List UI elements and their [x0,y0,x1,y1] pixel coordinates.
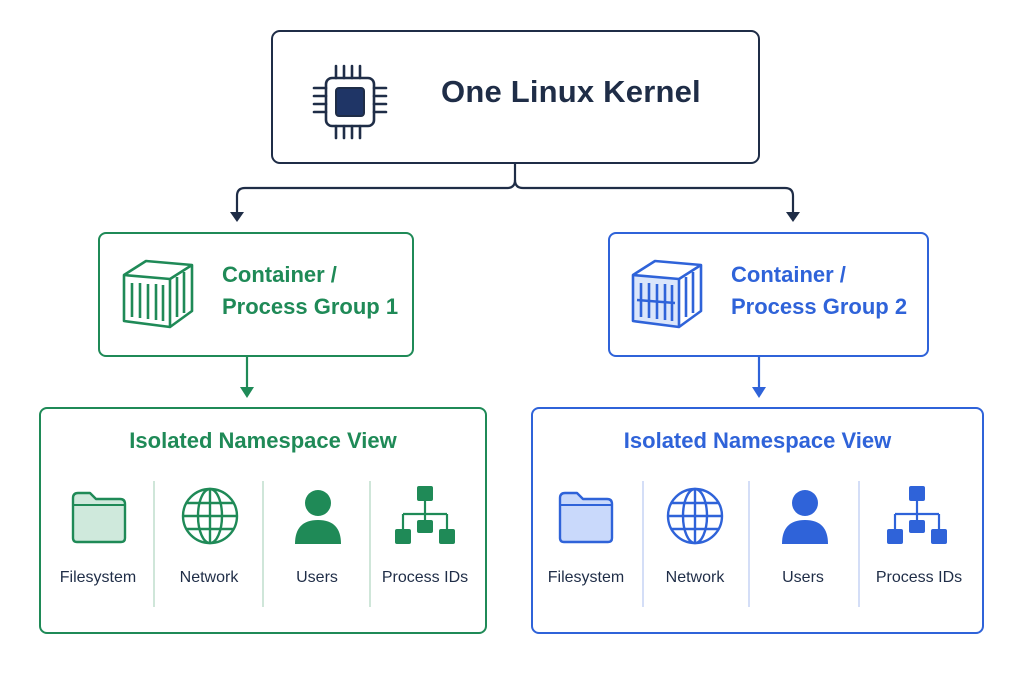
namespace-2-title: Isolated Namespace View [623,428,892,453]
user-icon [295,490,341,544]
container2-to-namespace-arrow [752,357,766,398]
namespace-2-divider [858,481,860,607]
shipping-container-icon [631,259,703,329]
container-2-box [608,232,929,357]
container-2-title-line1: Container / [731,262,846,287]
namespace-1-divider [262,481,264,607]
globe-icon [666,487,724,545]
namespace-1-filesystem-label: Filesystem [59,569,137,586]
process-tree-icon [395,486,455,544]
container-2-title: Container / Process Group 2 [731,259,907,323]
namespace-2-network-label: Network [665,569,725,586]
arrowhead-left [230,212,244,222]
container-1-title-line1: Container / [222,262,337,287]
namespace-2-process-ids-label: Process IDs [875,569,963,586]
namespace-2-filesystem-label: Filesystem [547,569,625,586]
namespace-1-users-label: Users [296,569,338,586]
namespace-2-divider [642,481,644,607]
namespace-1-title: Isolated Namespace View [129,428,397,453]
kernel-title: One Linux Kernel [441,74,701,109]
namespace-1-network-label: Network [179,569,239,586]
namespace-1-process-ids-label: Process IDs [381,569,469,586]
namespace-2-users-label: Users [782,569,824,586]
namespace-1-divider [369,481,371,607]
container-1-title-line2: Process Group 1 [222,294,399,319]
container-2-title-line2: Process Group 2 [731,294,908,319]
folder-icon [71,491,127,544]
namespace-1-divider [153,481,155,607]
folder-icon [558,491,614,544]
arrowhead-right [786,212,800,222]
user-icon [782,490,828,544]
container1-to-namespace-arrow [240,357,254,398]
globe-icon [181,487,239,545]
kernel-to-containers-arrow [235,164,795,214]
container-1-title: Container / Process Group 1 [222,259,398,323]
namespace-2-divider [748,481,750,607]
process-tree-icon [887,486,947,544]
container-1-box [98,232,414,357]
cpu-chip-icon [312,64,388,140]
shipping-container-icon [122,259,194,329]
